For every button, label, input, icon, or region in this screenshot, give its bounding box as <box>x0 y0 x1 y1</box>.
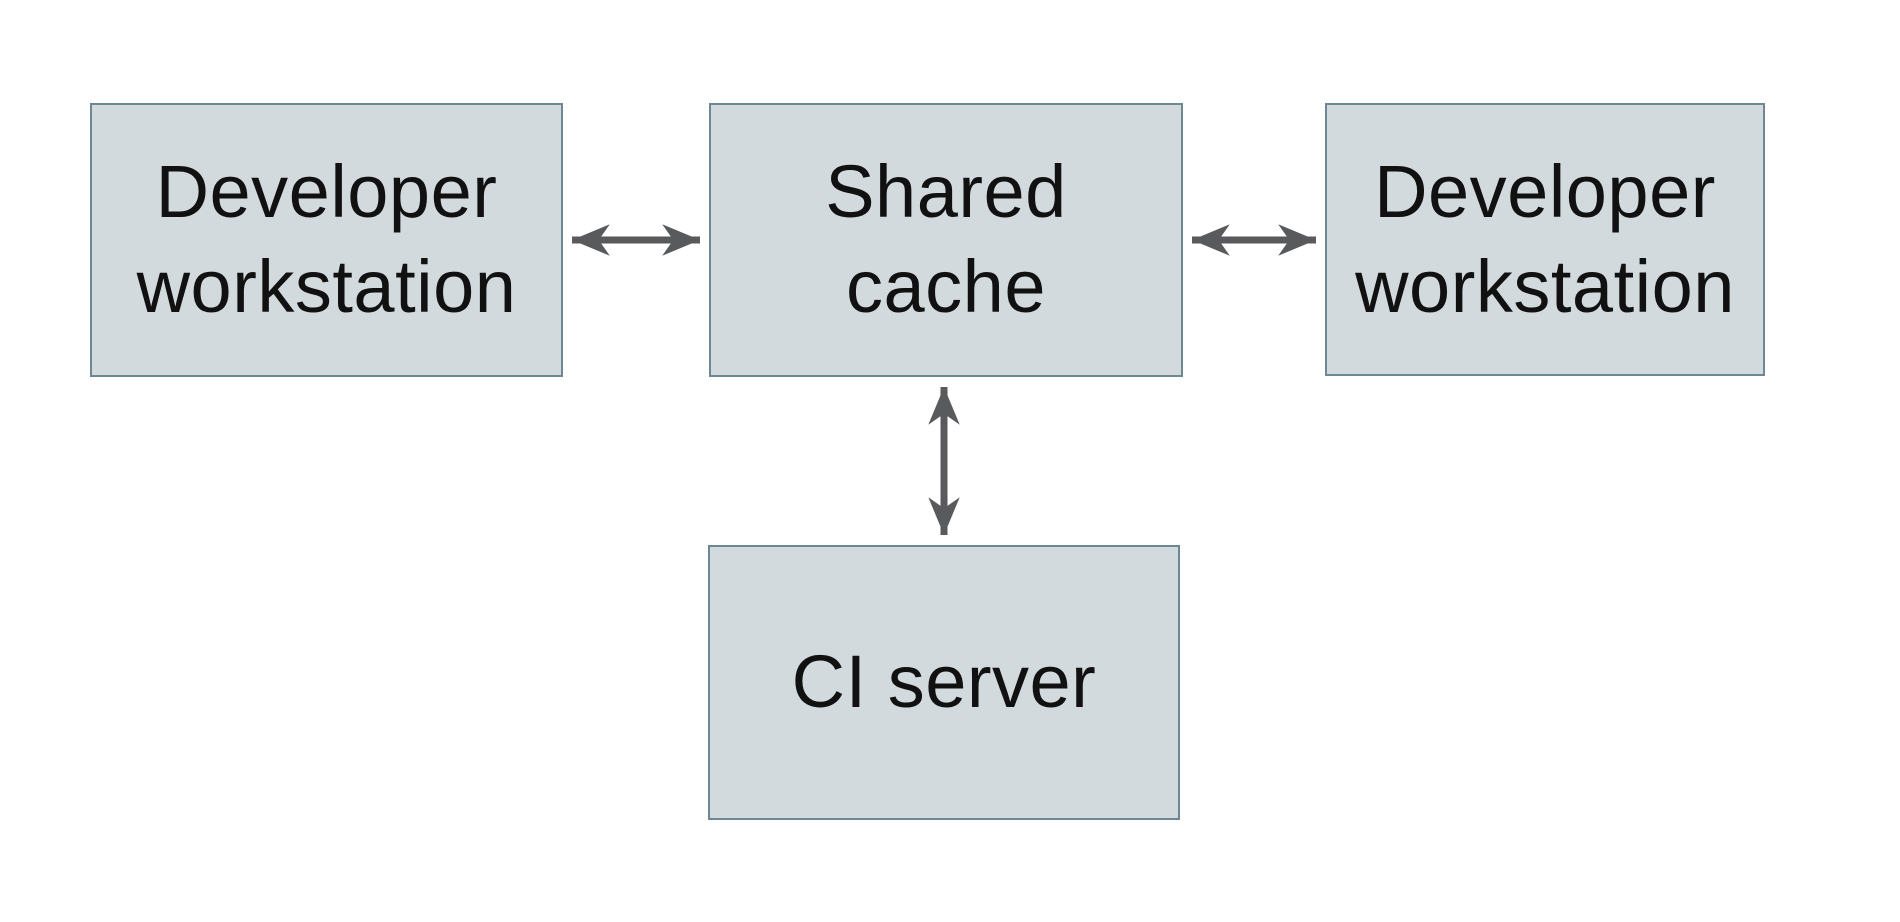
node-label-developer-workstation-right: Developer workstation <box>1355 149 1735 328</box>
node-developer-workstation-left: Developer workstation <box>90 103 563 377</box>
node-ci-server: CI server <box>708 545 1180 820</box>
node-label-developer-workstation-left: Developer workstation <box>136 150 517 328</box>
node-label-ci-server: CI server <box>791 640 1097 724</box>
node-shared-cache: Shared cache <box>709 103 1183 377</box>
node-label-shared-cache: Shared cache <box>825 150 1067 328</box>
node-developer-workstation-right: Developer workstation <box>1325 103 1765 376</box>
